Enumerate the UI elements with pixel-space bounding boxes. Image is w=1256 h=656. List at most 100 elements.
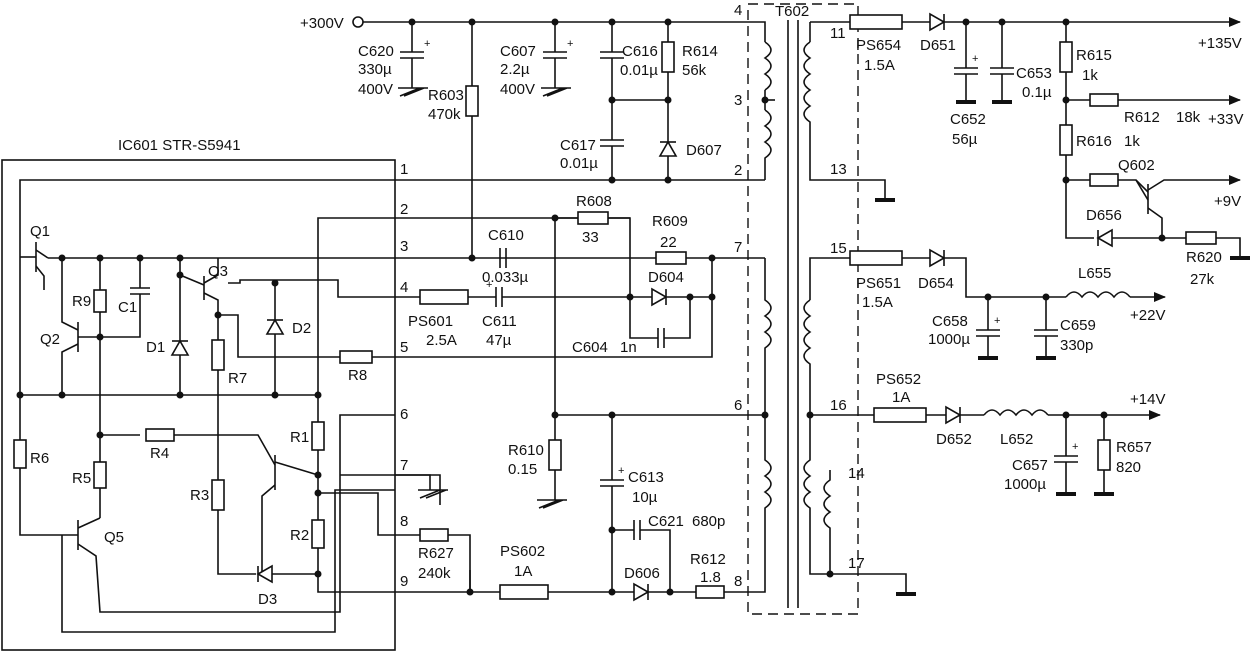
label-r4: R4 [150, 445, 169, 462]
output-22v: +22V [1130, 307, 1165, 324]
c613-value: 10µ [632, 489, 658, 506]
svg-text:+: + [486, 279, 492, 291]
d604-name: D604 [648, 269, 684, 286]
d607-name: D607 [686, 142, 722, 159]
transformer-t602: T602 4 3 2 7 6 8 11 13 15 16 14 17 [734, 2, 865, 615]
c604-value: 1n [620, 339, 637, 356]
secondary-side: + [809, 12, 1250, 596]
c610-value: 0.033µ [482, 269, 529, 286]
tr-pin-14: 14 [848, 465, 865, 482]
c610-name: C610 [488, 227, 524, 244]
ic-pin-1: 1 [400, 161, 408, 178]
c659-value: 330p [1060, 337, 1093, 354]
r615-value: 1k [1082, 67, 1098, 84]
r627-value: 240k [418, 565, 451, 582]
r612-value: 18k [1176, 109, 1201, 126]
ps654-name: PS654 [856, 37, 901, 54]
c611-name: C611 [482, 313, 517, 330]
d651-name: D651 [920, 37, 956, 54]
ic-internal-labels: Q1 Q2 Q3 Q5 R9 C1 D1 D2 R7 R8 R6 R5 R4 R… [30, 223, 367, 608]
c659-name: C659 [1060, 317, 1096, 334]
tr-pin-11: 11 [830, 25, 846, 42]
c611-value: 47µ [486, 332, 512, 349]
svg-text:+: + [618, 465, 624, 477]
label-r9: R9 [72, 293, 91, 310]
label-r6: R6 [30, 450, 49, 467]
tr-pin-7: 7 [734, 239, 742, 256]
label-r2: R2 [290, 527, 309, 544]
ic-junctions [16, 254, 322, 578]
label-d3: D3 [258, 591, 277, 608]
r620-value: 27k [1190, 271, 1215, 288]
d654-name: D654 [918, 275, 954, 292]
ic601-label: IC601 STR-S5941 [118, 137, 241, 154]
ps602-value: 1A [514, 563, 532, 580]
primary-junctions [408, 18, 716, 596]
tr-pin-13: 13 [830, 161, 847, 178]
svg-text:+: + [424, 38, 430, 50]
c657-name: C657 [1012, 457, 1048, 474]
label-d1: D1 [146, 339, 165, 356]
c621-value: 680p [692, 513, 725, 530]
ic-pin-7: 7 [400, 457, 408, 474]
output-135v: +135V [1198, 35, 1242, 52]
c652-name: C652 [950, 111, 986, 128]
c617-value: 0.01µ [560, 155, 598, 172]
secondary-labels: PS654 1.5A D651 C652 56µ C653 0.1µ R615 … [856, 37, 1222, 493]
r609-name: R609 [652, 213, 688, 230]
label-q1: Q1 [30, 223, 50, 240]
output-labels: +135V +33V +9V +22V +14V [1130, 35, 1243, 408]
tr-pin-16: 16 [830, 397, 847, 414]
c607-value: 2.2µ [500, 61, 530, 78]
l652-name: L652 [1000, 431, 1033, 448]
svg-text:+: + [972, 53, 978, 65]
r608-value: 33 [582, 229, 599, 246]
ic-pin-4: 4 [400, 279, 408, 296]
transformer-label: T602 [775, 3, 809, 20]
label-r3: R3 [190, 487, 209, 504]
r612b-name: R612 [690, 551, 726, 568]
label-c1: C1 [118, 299, 137, 316]
l655-name: L655 [1078, 265, 1111, 282]
r657-value: 820 [1116, 459, 1141, 476]
ps602-name: PS602 [500, 543, 545, 560]
label-q2: Q2 [40, 331, 60, 348]
c653-value: 0.1µ [1022, 84, 1052, 101]
supply-label: +300V [300, 15, 344, 32]
c653-name: C653 [1016, 65, 1052, 82]
ic-pin-3: 3 [400, 238, 408, 255]
d652-name: D652 [936, 431, 972, 448]
ic601-box [1, 159, 396, 651]
ic-pin-9: 9 [400, 573, 408, 590]
r610-value: 0.15 [508, 461, 537, 478]
c616-value: 0.01µ [620, 62, 658, 79]
c658-name: C658 [932, 313, 968, 330]
r616-name: R616 [1076, 133, 1112, 150]
c607-name: C607 [500, 43, 536, 60]
label-d2: D2 [292, 320, 311, 337]
ic-pin-8: 8 [400, 513, 408, 530]
ps651-value: 1.5A [862, 294, 893, 311]
c652-value: 56µ [952, 131, 978, 148]
c657-value: 1000µ [1004, 476, 1046, 493]
ps601-value: 2.5A [426, 332, 457, 349]
ic-pin-5: 5 [400, 339, 408, 356]
r612b-value: 1.8 [700, 569, 721, 586]
svg-text:+: + [567, 38, 573, 50]
r620-name: R620 [1186, 249, 1222, 266]
r616-value: 1k [1124, 133, 1140, 150]
secondary-junctions [962, 18, 1166, 419]
label-r5: R5 [72, 470, 91, 487]
r603-name: R603 [428, 87, 464, 104]
ic-pin-6: 6 [400, 406, 408, 423]
c620-value: 330µ [358, 61, 392, 78]
output-9v: +9V [1214, 193, 1241, 210]
ps652-name: PS652 [876, 371, 921, 388]
ic-pin-2: 2 [400, 201, 408, 218]
tr-pin-3: 3 [734, 92, 742, 109]
r609-value: 22 [660, 234, 677, 251]
r610-name: R610 [508, 442, 544, 459]
c613-name: C613 [628, 469, 664, 486]
c621-name: C621 [648, 513, 684, 530]
